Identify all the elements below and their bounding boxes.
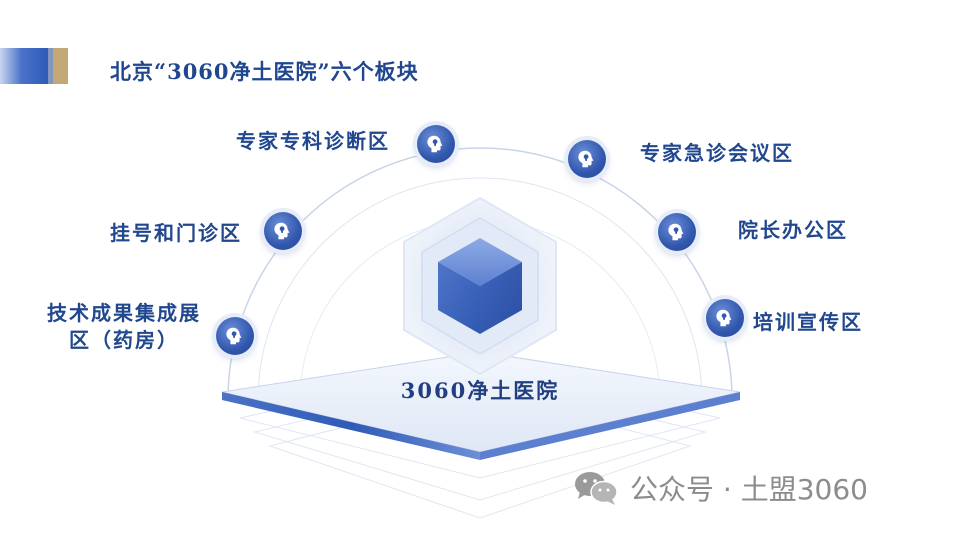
module-label-expert-emergency-meeting: 专家急诊会议区	[640, 141, 794, 165]
watermark: 公众号 · 土盟3060	[572, 468, 868, 508]
slide-title: 北京“3060净土医院”六个板块	[110, 59, 419, 84]
head-bulb-icon	[668, 223, 684, 241]
head-bulb-icon	[716, 309, 732, 327]
base-platform	[221, 351, 741, 460]
node-registration-outpatient	[264, 212, 302, 250]
cube-icon	[438, 238, 522, 334]
center-label: 3060净土医院	[400, 378, 560, 403]
node-expert-diagnosis	[417, 125, 455, 163]
module-label-registration-outpatient: 挂号和门诊区	[110, 221, 242, 245]
node-tech-exhibition-pharmacy	[216, 317, 254, 355]
accent-bar-blue	[0, 48, 48, 84]
module-label-tech-exhibition-pharmacy: 技术成果集成展 区（药房）	[47, 301, 201, 352]
node-expert-emergency-meeting	[568, 140, 606, 178]
module-label-director-office: 院长办公区	[738, 218, 848, 242]
accent-bar-divider	[48, 48, 53, 84]
head-bulb-icon	[578, 150, 594, 168]
head-bulb-icon	[274, 222, 290, 240]
module-label-training-promotion: 培训宣传区	[753, 310, 863, 334]
accent-bar-gold	[53, 48, 68, 84]
head-bulb-icon	[226, 327, 242, 345]
module-label-expert-diagnosis: 专家专科诊断区	[236, 129, 390, 153]
watermark-text: 公众号 · 土盟3060	[630, 473, 868, 506]
wechat-icon	[575, 472, 618, 505]
node-training-promotion	[706, 299, 744, 337]
head-bulb-icon	[427, 135, 443, 153]
node-director-office	[658, 213, 696, 251]
